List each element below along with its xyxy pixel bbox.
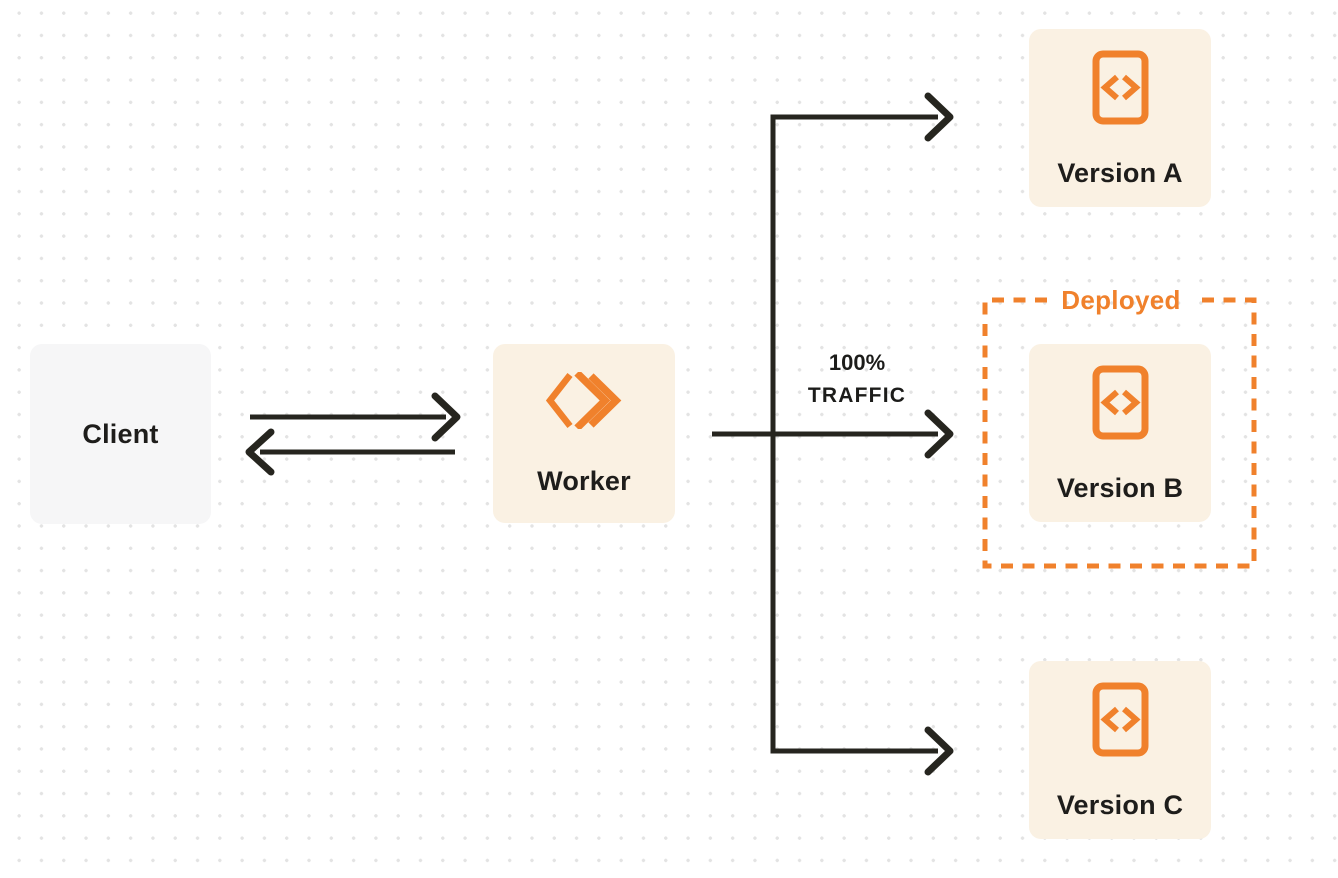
- worker-node: Worker: [493, 344, 675, 523]
- arrowhead-to-version-a-icon: [924, 92, 954, 142]
- code-file-icon: [1092, 682, 1149, 762]
- arrowhead-to-version-c-icon: [924, 726, 954, 776]
- version-c-label: Version C: [1056, 789, 1184, 820]
- deployed-region-border: [982, 297, 1257, 569]
- version-a-node: Version A: [1029, 29, 1211, 207]
- arrowhead-to-client-icon: [245, 428, 275, 476]
- version-a-label: Version A: [1057, 157, 1183, 188]
- cloudflare-workers-logo-icon: [545, 370, 622, 434]
- code-file-icon: [1092, 50, 1149, 130]
- arrowhead-to-worker-icon: [431, 392, 461, 442]
- client-label: Client: [82, 418, 159, 449]
- version-c-node: Version C: [1029, 661, 1211, 839]
- branch-trunk-line: [770, 114, 938, 754]
- traffic-word: TRAFFIC: [807, 384, 907, 407]
- client-node: Client: [30, 344, 211, 524]
- traffic-label: 100% TRAFFIC: [787, 350, 927, 407]
- version-b-node: Version B: [1029, 344, 1211, 522]
- version-b-label: Version B: [1056, 472, 1184, 503]
- arrowhead-to-version-b-icon: [924, 409, 954, 459]
- worker-label: Worker: [537, 466, 631, 496]
- deployed-label: Deployed: [1061, 285, 1181, 315]
- code-file-icon: [1092, 365, 1149, 445]
- traffic-percent: 100%: [828, 350, 886, 375]
